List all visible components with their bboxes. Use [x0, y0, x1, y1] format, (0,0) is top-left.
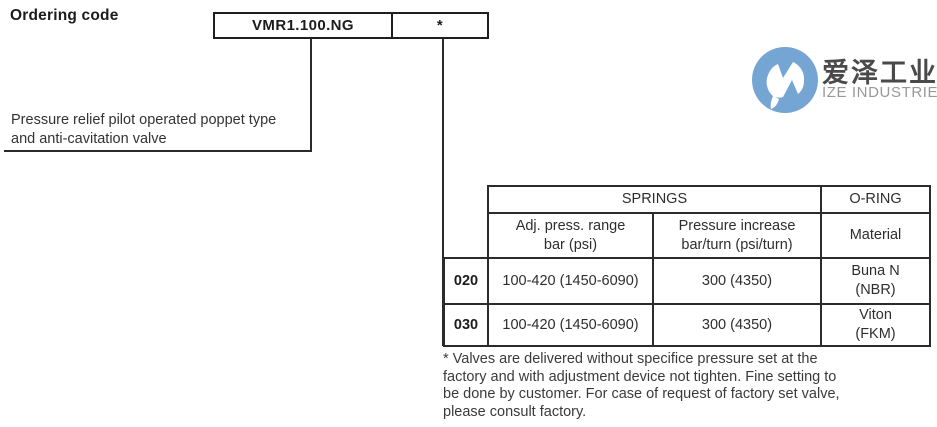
table-row-020: 020 100-420 (1450-6090) 300 (4350) Buna …: [443, 257, 931, 305]
ordering-code-model: VMR1.100.NG: [252, 17, 354, 34]
ordering-code-model-box: VMR1.100.NG: [213, 12, 393, 39]
cell-material-030: Viton(FKM): [820, 303, 931, 347]
table-corner-spacer: [444, 186, 488, 213]
connector-underline-description: [4, 150, 312, 152]
row-code-030: 030: [443, 303, 489, 347]
group-header-springs: SPRINGS: [487, 185, 822, 214]
ordering-code-variant: *: [436, 17, 444, 34]
table-group-header-row: SPRINGS O-RING: [444, 185, 931, 214]
cell-pressure-increase-020: 300 (4350): [652, 257, 822, 305]
table-row-030: 030 100-420 (1450-6090) 300 (4350) Viton…: [443, 303, 931, 347]
cell-adj-press-range-020: 100-420 (1450-6090): [487, 257, 654, 305]
cell-pressure-increase-030: 300 (4350): [652, 303, 822, 347]
connector-line-model: [310, 38, 312, 152]
ize-logo-icon: [752, 47, 818, 113]
cell-adj-press-range-030: 100-420 (1450-6090): [487, 303, 654, 347]
connector-line-variant: [442, 38, 444, 346]
valve-description: Pressure relief pilot operated poppet ty…: [11, 112, 277, 147]
brand-name-english: IZE INDUSTRIES: [822, 84, 937, 101]
group-header-oring: O-RING: [820, 185, 931, 214]
table-corner-spacer: [444, 213, 488, 258]
brand-name-chinese: 爱泽工业: [822, 58, 937, 88]
ordering-code-variant-box: *: [391, 12, 489, 39]
cell-material-020: Buna N(NBR): [820, 257, 931, 305]
footnote: * Valves are delivered without specifice…: [443, 351, 840, 420]
page-title: Ordering code: [10, 7, 119, 24]
brand-logo: 爱泽工业 IZE INDUSTRIES: [752, 47, 937, 113]
column-header-material: Material: [820, 212, 931, 259]
row-code-020: 020: [443, 257, 489, 305]
